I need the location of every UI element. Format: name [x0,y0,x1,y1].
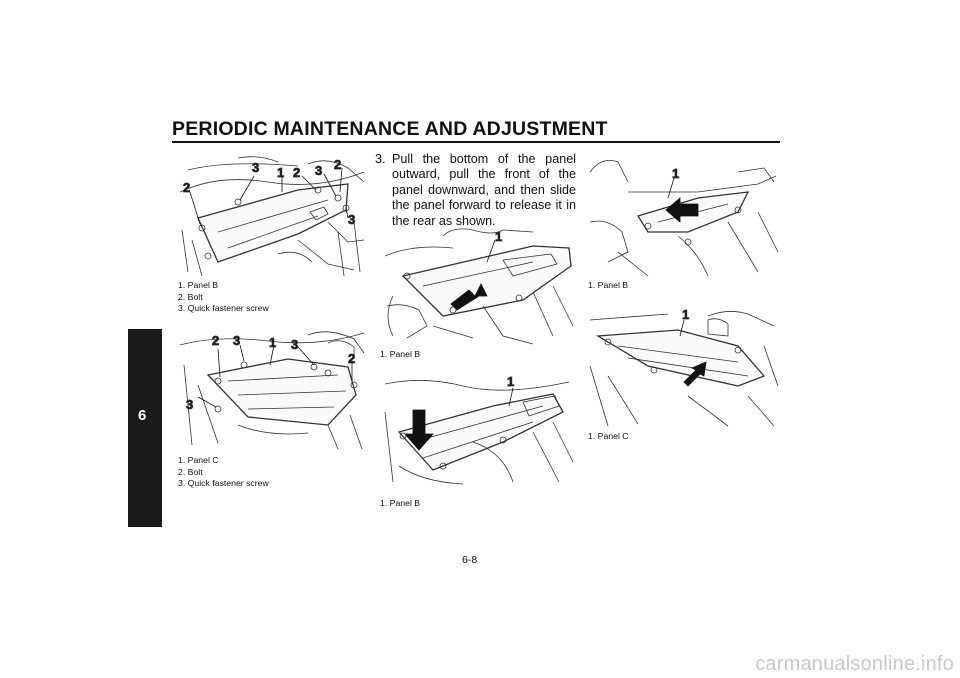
figure-panel-c-slide: 1 [588,306,781,428]
figure-1-callout-1: 2 [183,180,190,195]
figure-2-legend: 1. Panel C 2. Bolt 3. Quick fastener scr… [178,455,269,490]
legend-item: 2. Bolt [178,291,203,302]
figure-panel-b-removal-top: 2 3 1 2 3 2 3 [178,152,366,278]
figure-2-callout-4: 3 [291,337,298,352]
figure-pull-panel-outward: 1 [383,226,576,346]
figure-5-legend: 1. Panel B [588,280,628,292]
legend-item: 1. Panel B [588,280,629,290]
figure-1-callout-6: 2 [334,157,341,172]
figure-slide-panel-forward: 1 [588,152,781,278]
page-number: 6-8 [462,554,478,566]
figure-6-callout-1: 1 [682,307,689,322]
legend-item: 1. Panel B [380,349,421,359]
page-title: PERIODIC MAINTENANCE AND ADJUSTMENT [172,118,608,140]
figure-1-callout-5: 3 [315,163,322,178]
step-number: 3. [375,152,386,166]
figure-1-callout-2: 3 [252,160,259,175]
figure-2-callout-3: 1 [269,335,276,350]
figure-1-callout-7: 3 [348,212,355,227]
legend-item: 1. Panel C [178,455,219,465]
figure-2-callout-2: 3 [233,333,240,348]
header-rule [172,141,780,143]
figure-pull-panel-downward: 1 [383,372,576,494]
chapter-tab [128,329,162,527]
figure-6-legend: 1. Panel C [588,431,629,443]
figure-5-callout-1: 1 [672,166,679,181]
legend-item: 2. Bolt [178,466,203,477]
legend-item: 1. Panel C [588,431,629,441]
figure-1-callout-3: 1 [277,165,284,180]
step-text: Pull the bottom of the panel outward, pu… [392,152,576,228]
legend-item: 3. Quick fastener screw [178,303,269,314]
figure-2-callout-5: 2 [348,351,355,366]
figure-1-callout-4: 2 [293,165,300,180]
chapter-number: 6 [138,407,147,424]
figure-4-callout-1: 1 [507,374,514,389]
figure-3-legend: 1. Panel B [380,349,420,361]
legend-item: 3. Quick fastener screw [178,478,269,489]
watermark: carmanualsonline.info [755,653,954,675]
figure-4-legend: 1. Panel B [380,498,420,510]
figure-panel-c-removal-top: 2 3 1 3 2 3 [178,325,366,451]
figure-3-callout-1: 1 [495,229,502,244]
figure-2-callout-1: 2 [212,333,219,348]
figure-2-callout-6: 3 [186,397,193,412]
legend-item: 1. Panel B [178,280,219,290]
legend-item: 1. Panel B [380,498,421,508]
figure-1-legend: 1. Panel B 2. Bolt 3. Quick fastener scr… [178,280,269,315]
